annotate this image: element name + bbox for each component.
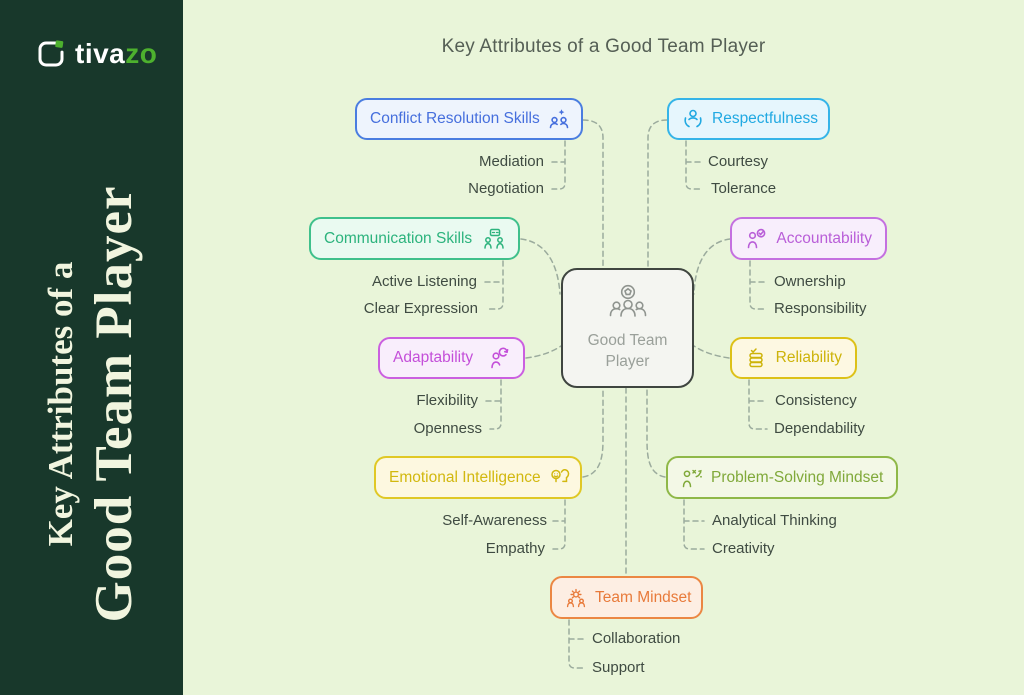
connector-central-conflict <box>582 119 604 269</box>
sub-label-empathy: Empathy <box>485 540 545 557</box>
node-emotional-intelligence: Emotional Intelligence <box>374 456 582 499</box>
node-accountability: Accountability <box>730 217 887 260</box>
sub-label-tolerance: Tolerance <box>711 180 777 197</box>
communication-icon <box>484 228 504 249</box>
sub-label-clear-expression: Clear Expression <box>363 300 478 317</box>
node-label: Emotional Intelligence <box>389 468 541 486</box>
vertical-title-line2: Good Team Player <box>85 185 143 623</box>
sub-label-courtesy: Courtesy <box>708 153 769 170</box>
brand-name-prefix: tiva <box>75 38 126 69</box>
adaptability-icon <box>491 347 509 369</box>
connector-reliability-children <box>748 379 768 430</box>
problem-solving-icon <box>682 469 702 487</box>
sub-label-support: Support <box>592 659 645 676</box>
connector-communication-children <box>484 260 504 310</box>
node-label: Accountability <box>776 229 872 247</box>
node-team-mindset: Team Mindset <box>550 576 703 619</box>
central-node-label-line1: Good Team <box>587 332 668 349</box>
central-node-label: Good Team Player <box>588 330 668 372</box>
sub-label-flexibility: Flexibility <box>416 392 478 409</box>
sidebar: tivazo Key Attributes of a Good Team Pla… <box>0 0 183 695</box>
sidebar-vertical-title: Key Attributes of a Good Team Player <box>0 115 184 693</box>
node-label: Team Mindset <box>595 588 692 606</box>
connector-conflict-children <box>551 140 566 190</box>
sub-label-creativity: Creativity <box>712 540 775 557</box>
sub-label-collaboration: Collaboration <box>592 630 681 647</box>
node-reliability: Reliability <box>730 337 857 379</box>
team-mindset-icon <box>566 588 586 607</box>
brand-logo: tivazo <box>36 38 157 70</box>
sub-label-self-awareness: Self-Awareness <box>442 512 547 529</box>
node-conflict-resolution-skills: Conflict Resolution Skills <box>355 98 583 140</box>
node-label: Problem-Solving Mindset <box>711 468 884 486</box>
page-title: Key Attributes of a Good Team Player <box>441 36 766 57</box>
sub-label-dependability: Dependability <box>774 420 865 437</box>
sub-label-ownership: Ownership <box>774 273 846 290</box>
emotional-intelligence-icon <box>550 468 569 482</box>
reliability-icon <box>749 348 763 368</box>
connector-central-problem <box>646 387 666 478</box>
connector-central-respect <box>647 119 668 269</box>
accountability-icon <box>747 228 766 248</box>
node-adaptability: Adaptability <box>378 337 525 379</box>
sub-label-active-listening: Active Listening <box>371 273 477 290</box>
brand-name: tivazo <box>75 38 157 70</box>
central-node-good-team-player: Good Team Player <box>561 268 694 388</box>
sub-label-analytical-thinking: Analytical Thinking <box>712 512 837 529</box>
connector-adaptability-children <box>485 379 502 430</box>
respectfulness-icon <box>684 109 702 128</box>
conflict-resolution-icon <box>549 109 569 129</box>
connector-accountability-children <box>749 260 767 310</box>
node-label: Communication Skills <box>324 229 473 247</box>
vertical-title-line1: Key Attributes of a <box>41 261 80 547</box>
node-communication-skills: Communication Skills <box>309 217 520 260</box>
soccer-ball-team-icon <box>609 284 646 317</box>
sub-label-mediation: Mediation <box>478 153 544 170</box>
connector-central-reliability <box>693 345 730 359</box>
brand-name-suffix: zo <box>125 38 158 69</box>
node-respectfulness: Respectfulness <box>667 98 830 140</box>
node-problem-solving-mindset: Problem-Solving Mindset <box>666 456 898 499</box>
tivazo-logo-icon <box>38 40 64 67</box>
node-label: Respectfulness <box>712 110 818 127</box>
node-label: Conflict Resolution Skills <box>370 110 540 127</box>
connector-problem-children <box>683 499 705 550</box>
sub-label-openness: Openness <box>413 420 482 437</box>
connector-central-communication <box>520 238 561 295</box>
node-label: Adaptability <box>393 349 474 366</box>
connector-central-adaptability <box>525 345 562 359</box>
connector-team-children <box>568 619 585 669</box>
sub-label-responsibility: Responsibility <box>774 300 867 317</box>
connector-central-accountability <box>693 238 731 295</box>
central-node-label-line2: Player <box>605 353 650 370</box>
sub-label-consistency: Consistency <box>775 392 857 409</box>
sub-label-negotiation: Negotiation <box>468 180 544 197</box>
node-label: Reliability <box>775 349 842 366</box>
connector-central-emotional <box>582 387 604 478</box>
connector-respect-children <box>685 140 704 190</box>
connector-emotional-children <box>552 499 566 550</box>
